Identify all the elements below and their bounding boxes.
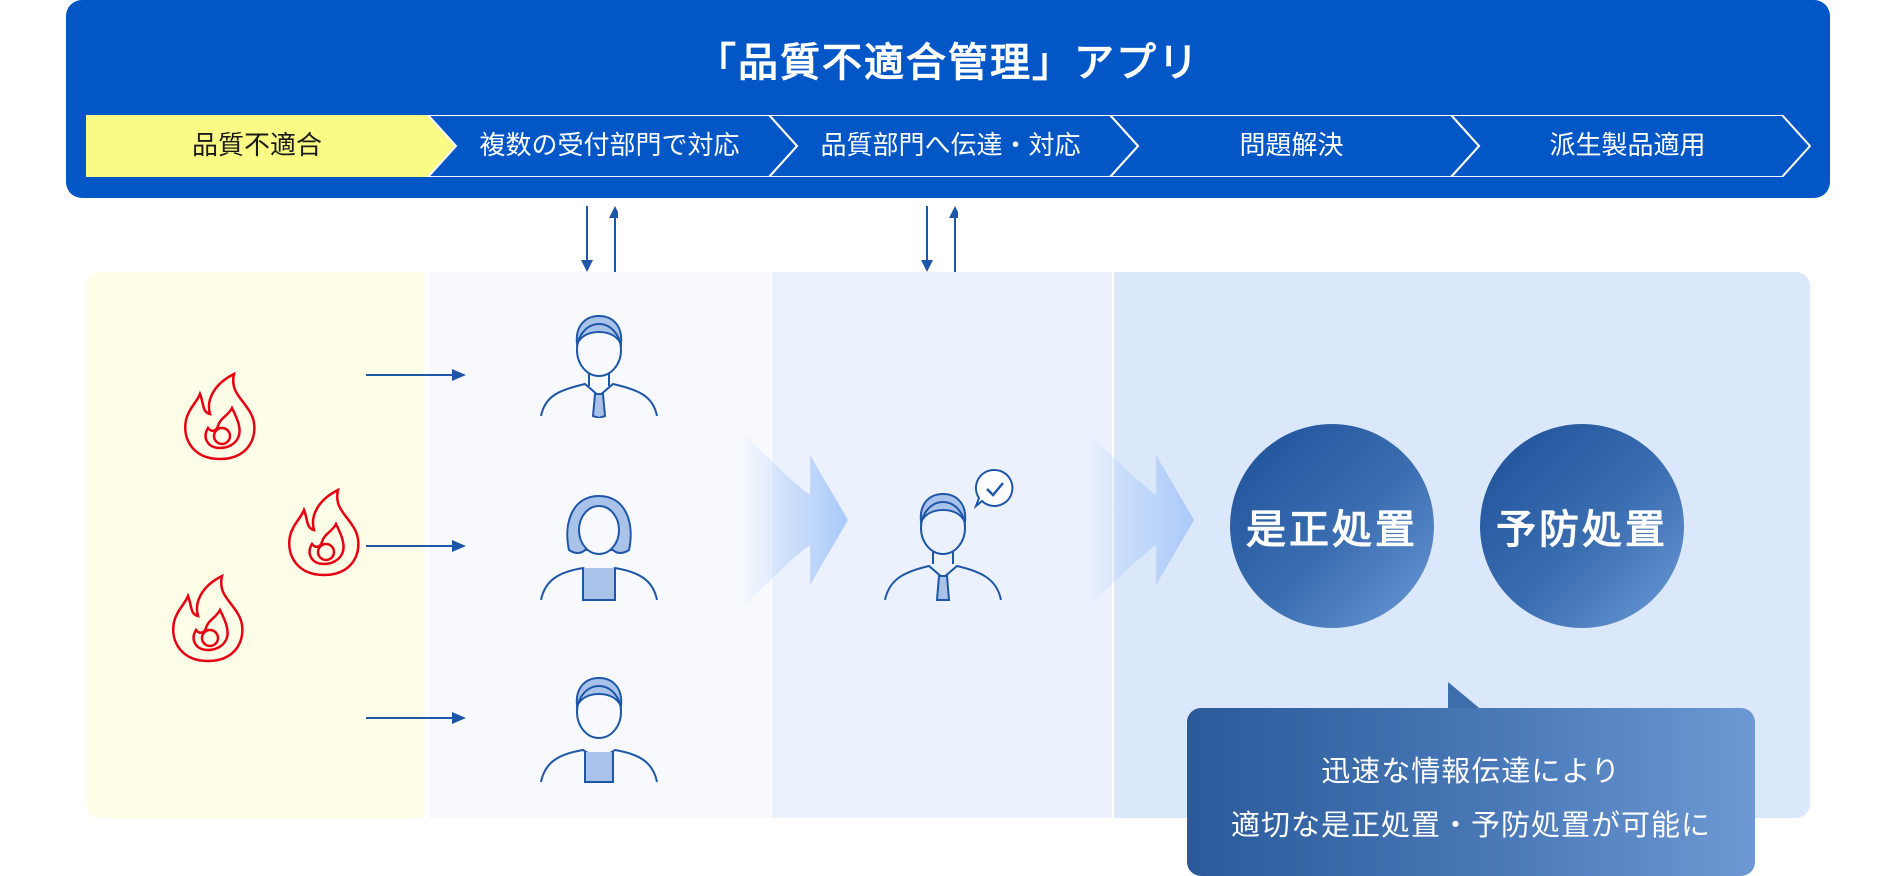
male-person-icon	[884, 492, 1002, 601]
step-chevrons	[86, 115, 1811, 177]
flow-arrow-icon	[366, 369, 466, 381]
sync-arrows-2	[921, 206, 958, 272]
female-person-icon	[540, 494, 658, 601]
step-quality-nonconformance: 品質不適合	[191, 131, 322, 161]
result-callout: 迅速な情報伝達により 適切な是正処置・予防処置が可能に	[1187, 708, 1755, 876]
male-person-icon	[540, 314, 658, 418]
app-title: 「品質不適合管理」アプリ	[696, 40, 1200, 86]
step-quality-department: 品質部門へ伝達・対応	[820, 131, 1081, 161]
callout-tail	[1448, 682, 1484, 712]
step-problem-solved: 問題解決	[1239, 131, 1344, 161]
step-derivative-products: 派生製品適用	[1549, 131, 1706, 161]
flow-arrow-icon	[366, 712, 466, 724]
flame-icon	[288, 488, 360, 577]
flow-arrow-icon	[1086, 430, 1194, 610]
sync-arrows-1	[581, 206, 618, 272]
app-header: 「品質不適合管理」アプリ 品質不適合 複数の受付部門で対応 品質部門へ伝達・対応…	[66, 0, 1830, 198]
process-steps: 品質不適合 複数の受付部門で対応 品質部門へ伝達・対応 問題解決 派生製品適用	[86, 115, 1811, 177]
step-multiple-departments: 複数の受付部門で対応	[479, 131, 740, 161]
checkmark-bubble-icon	[974, 468, 1014, 509]
flame-icon	[172, 574, 244, 663]
flow-arrow-icon	[740, 430, 848, 610]
flow-arrow-icon	[366, 540, 466, 552]
corrective-action-circle: 是正処置	[1230, 424, 1434, 628]
preventive-action-circle: 予防処置	[1480, 424, 1684, 628]
flame-icon	[184, 372, 256, 461]
male-person-icon	[540, 676, 658, 783]
callout-line-1: 迅速な情報伝達により	[1321, 754, 1621, 788]
callout-line-2: 適切な是正処置・予防処置が可能に	[1230, 808, 1711, 842]
